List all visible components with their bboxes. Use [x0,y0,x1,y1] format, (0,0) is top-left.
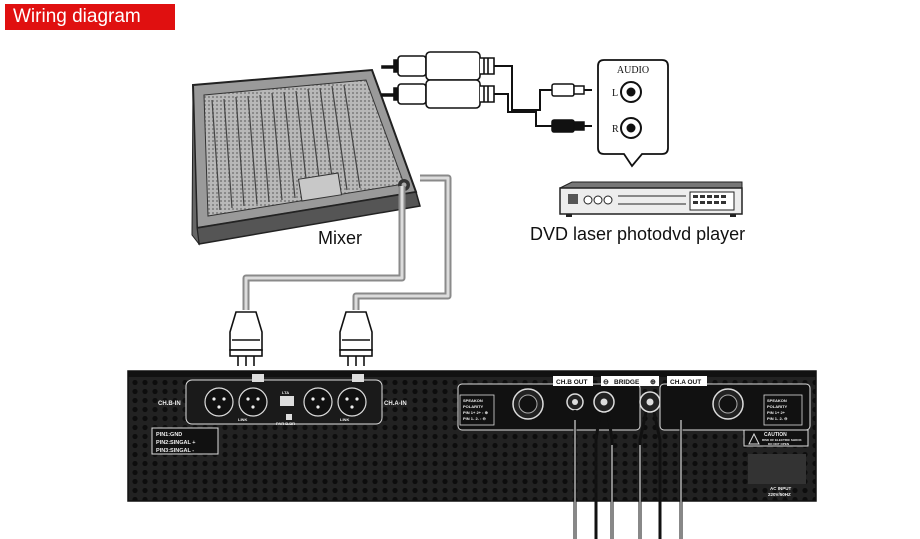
audio-cable [494,65,552,127]
caution-sub-2: DO NOT OPEN [768,442,789,446]
speakon-left-1: SPEAKON [463,398,483,403]
ch-b-in-label: CH.B-IN [158,401,181,407]
diagram-title: Wiring diagram [5,4,175,30]
ch-a-in-label: CH.A-IN [384,401,407,407]
ch-b-out-label: CH.B OUT [556,379,587,386]
link-a-label: LINK [340,417,349,422]
speakon-right-4: PIN 1- 2- ⊖ [767,416,788,421]
bridge-minus: ⊖ [603,379,609,386]
caution-sub-1: RISK OF ELECTRIC SHOCK [762,438,803,442]
xlr-plug-b [229,311,263,366]
bridge-label: BRIDGE [614,379,640,386]
pin-2: PIN2:SINGAL + [156,440,195,446]
pin-3: PIN3:SINGAL - [156,448,194,454]
speakon-right-1: SPEAKON [767,398,787,403]
quarter-inch-plugs [381,51,495,109]
speakon-right-2: POLARITY [767,404,788,409]
audio-title: AUDIO [617,65,649,76]
mixer-label: Mixer [318,228,362,248]
rca-plugs [551,83,592,133]
mode-label: LTA [282,390,289,395]
ac-input-1: AC INPUT [770,486,792,491]
caution-label: CAUTION [764,432,787,438]
audio-left-label: L [612,88,618,99]
amplifier-panel [127,370,817,502]
mode-sub-label: PAR B.BR [276,421,295,426]
bridge-plus: ⊕ [650,379,656,386]
ch-a-out-label: CH.A OUT [670,379,701,386]
xlr-plug-a [339,311,373,366]
speakon-left-2: POLARITY [463,404,484,409]
audio-right-label: R [612,124,619,135]
pin-1: PIN1:GND [156,432,182,438]
mixer-device [191,68,421,246]
speakon-left-3: PIN 1+ 2+ : ⊕ [463,410,489,415]
audio-callout [597,59,669,168]
link-b-label: LINK [238,417,247,422]
ac-input-2: 220V/50HZ [768,492,791,497]
speakon-left-4: PIN 1- 2- : ⊖ [463,416,487,421]
speakon-right-3: PIN 1+ 2+ [767,410,786,415]
dvd-label: DVD laser photodvd player [530,224,745,244]
dvd-player [559,181,743,217]
